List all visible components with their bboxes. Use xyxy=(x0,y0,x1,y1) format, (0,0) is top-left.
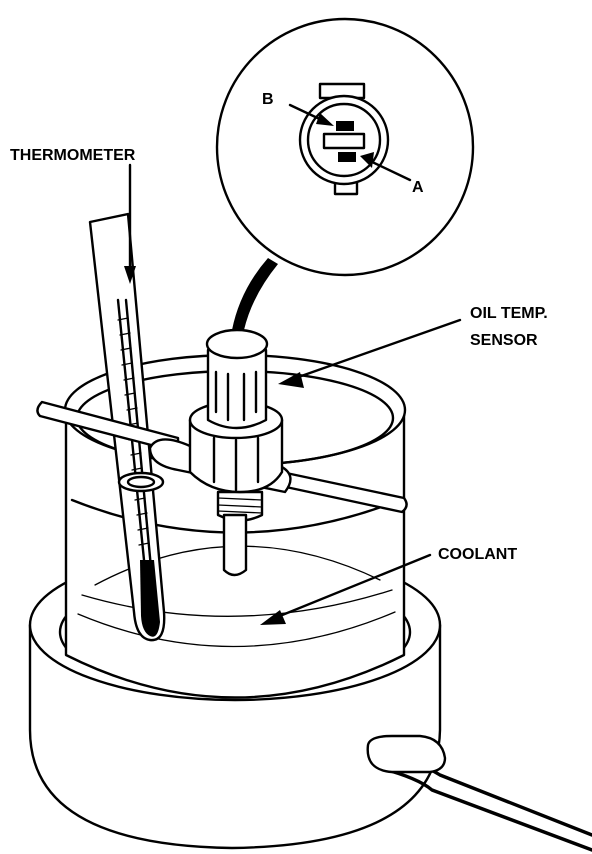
power-cord xyxy=(366,734,592,852)
terminal-a-label: A xyxy=(412,179,424,196)
connector-magnifier xyxy=(215,17,475,330)
terminal-b-label: B xyxy=(262,91,274,108)
leader-arrows xyxy=(124,103,462,625)
oil-temp-sensor-label-line2: SENSOR xyxy=(470,332,538,349)
thermometer-label: THERMOMETER xyxy=(10,147,136,164)
oil-temp-sensor xyxy=(188,328,284,577)
coolant-label: COOLANT xyxy=(438,546,517,563)
oil-temp-sensor-label-line1: OIL TEMP. xyxy=(470,305,548,322)
